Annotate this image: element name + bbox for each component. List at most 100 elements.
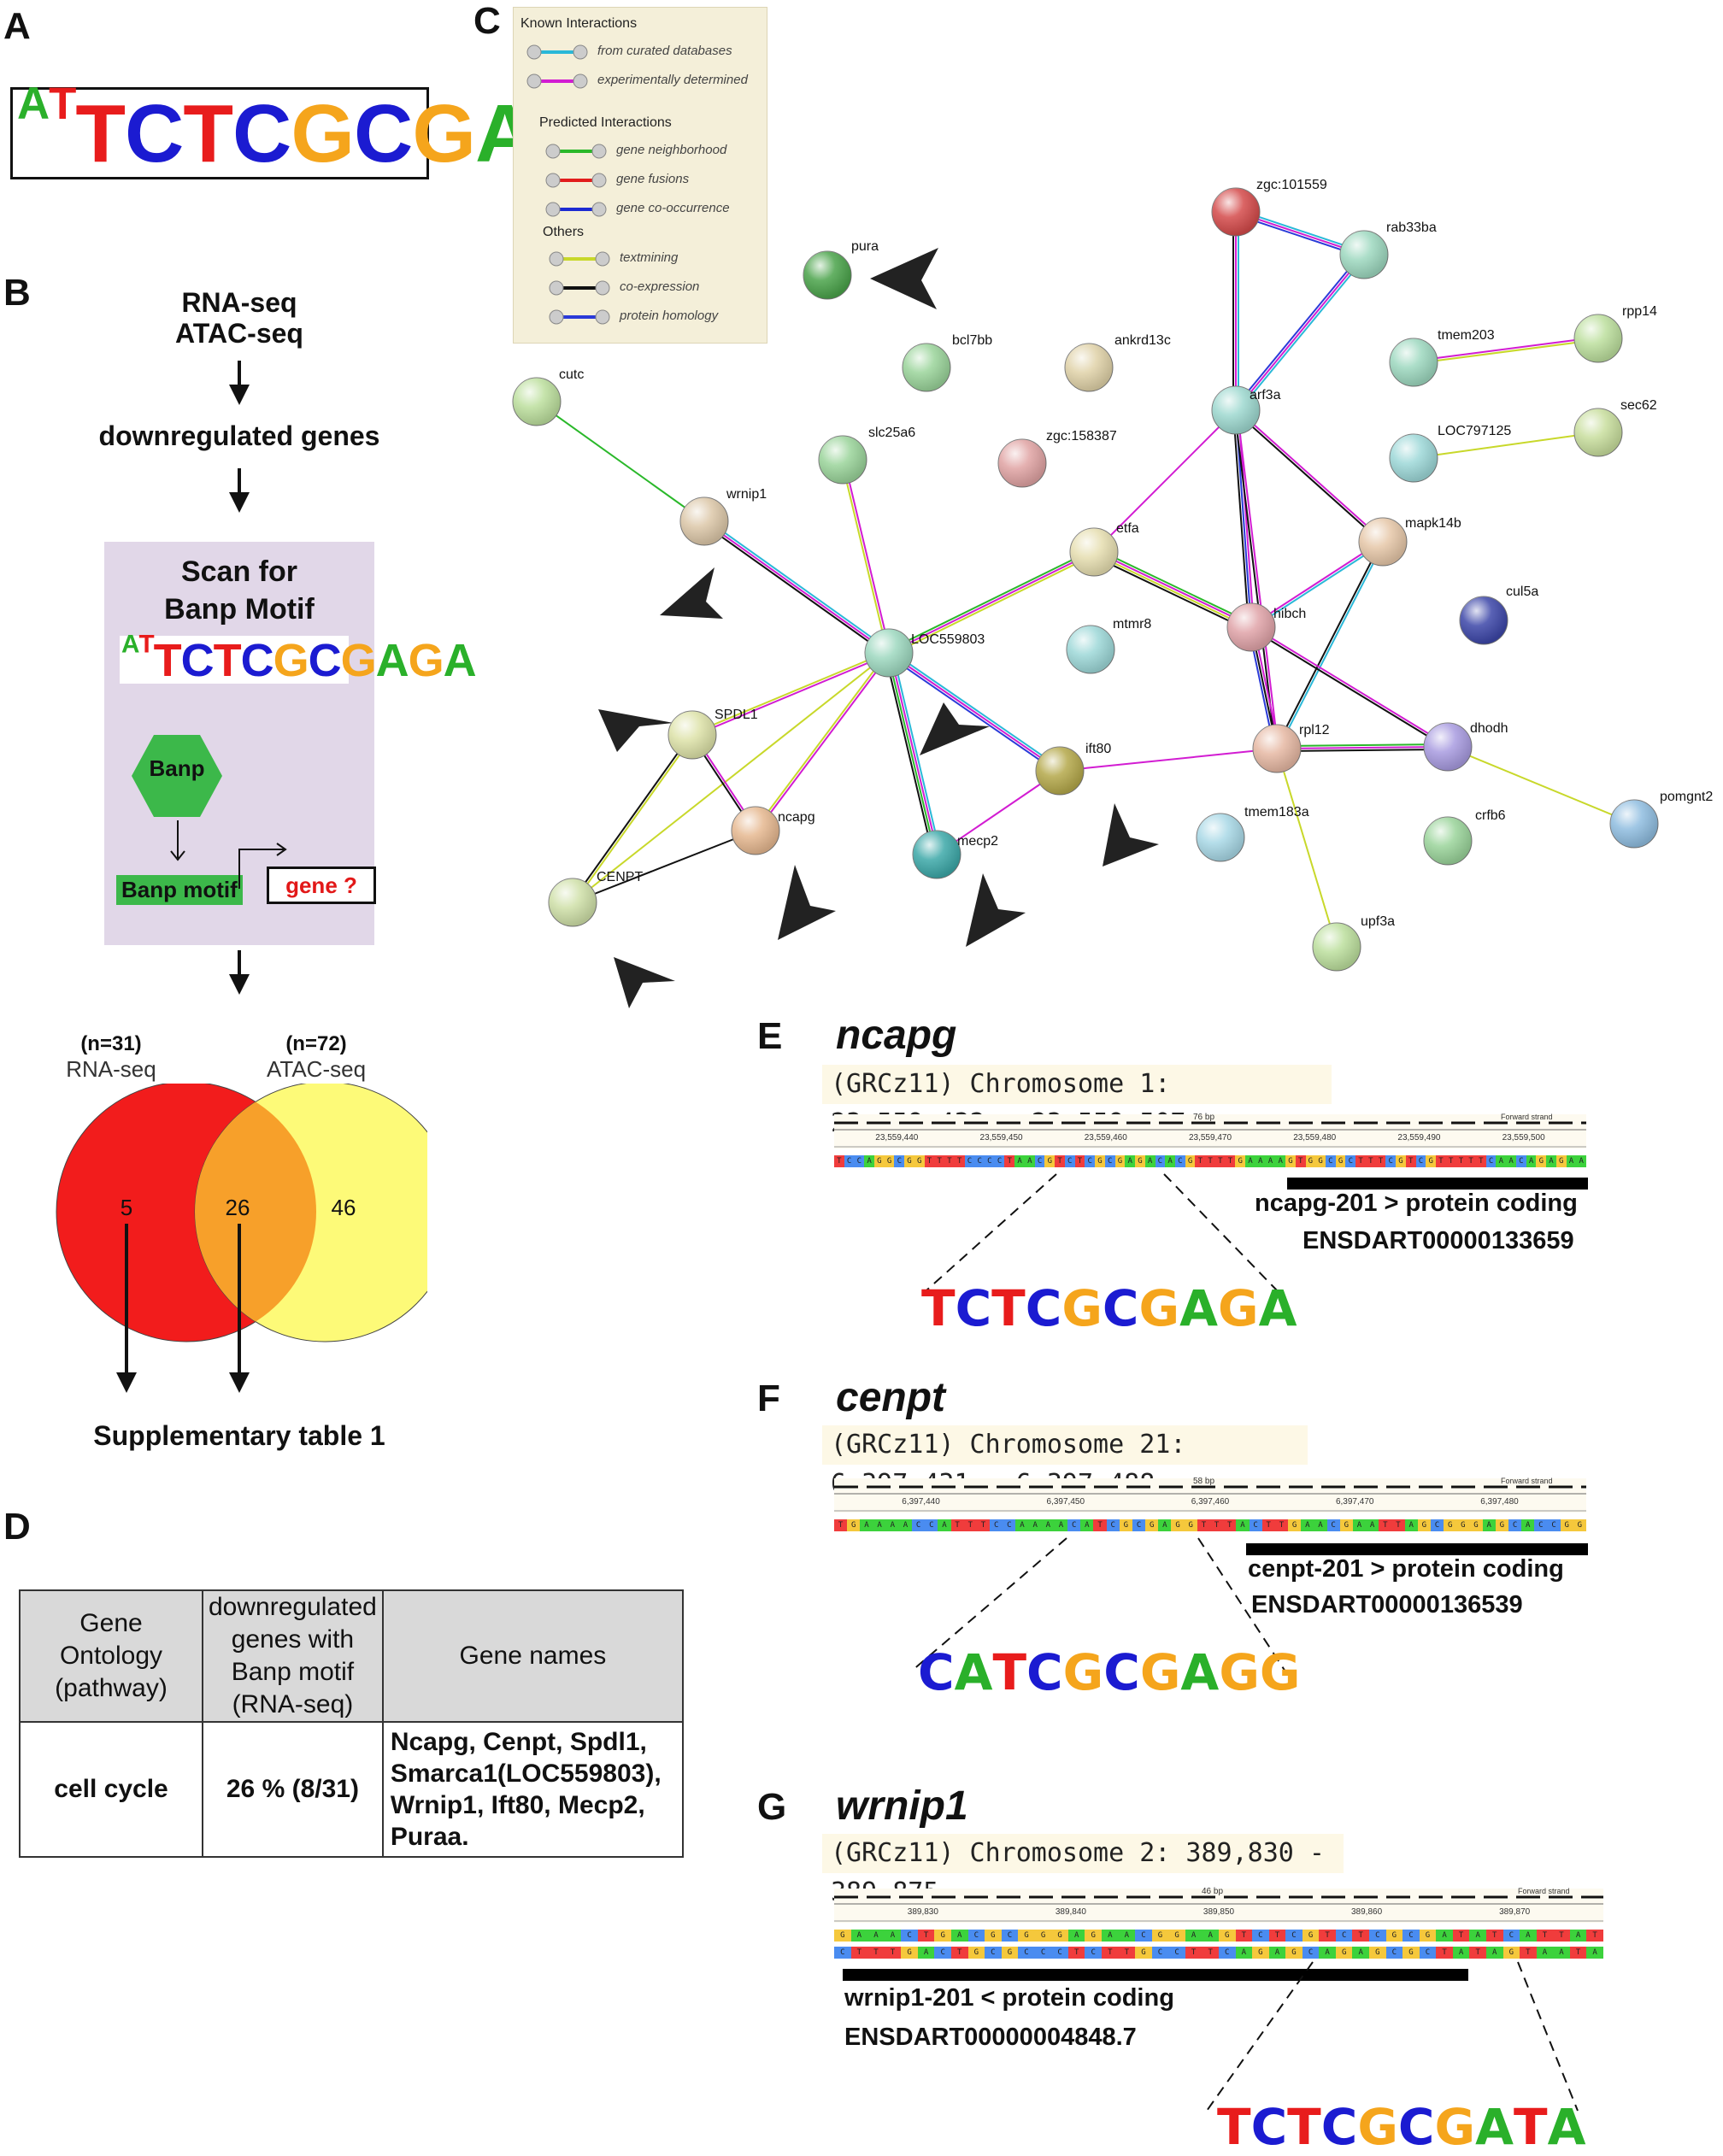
base: T (834, 1155, 844, 1167)
base: C (1034, 1947, 1052, 1959)
motif-letter: C (955, 1279, 992, 1337)
node-SPDL1[interactable] (667, 710, 717, 760)
node-arf3a[interactable] (1211, 385, 1261, 435)
base: G (1417, 1519, 1431, 1531)
node-ncapg[interactable] (731, 806, 780, 855)
node-label-bcl7bb: bcl7bb (952, 333, 993, 348)
transcript-bar-e (1287, 1178, 1588, 1190)
tick-label: 6,397,470 (1335, 1497, 1374, 1507)
base: T (1476, 1155, 1486, 1167)
node-mtmr8[interactable] (1066, 625, 1115, 674)
logo-letter: C (180, 634, 215, 686)
legend-textmining: textmining (620, 250, 679, 265)
base: T (1205, 1155, 1215, 1167)
node-label-ankrd13c: ankrd13c (1114, 333, 1171, 348)
legend-swatch-curated (526, 44, 588, 60)
base: A (1102, 1930, 1119, 1942)
node-dhodh[interactable] (1423, 722, 1473, 772)
panel-label-d: D (3, 1506, 31, 1548)
venn-overlap: 26 (225, 1195, 250, 1220)
node-wrnip1[interactable] (679, 496, 729, 546)
logo-letter: A (121, 630, 139, 659)
node-bcl7bb[interactable] (902, 343, 951, 392)
node-label-mapk14b: mapk14b (1405, 516, 1461, 531)
logo-letter: C (232, 88, 291, 179)
ruler-f (834, 1478, 1586, 1513)
edge-arf3a-rpl12 (1233, 409, 1279, 749)
edge-rab33ba-arf3a (1232, 252, 1367, 413)
base: C (974, 1155, 985, 1167)
base: C (1132, 1519, 1146, 1531)
node-tmem183a[interactable] (1196, 813, 1245, 862)
node-pomgnt2[interactable] (1609, 799, 1659, 849)
motif-letter: C (1025, 1279, 1062, 1337)
base: C (1106, 1519, 1120, 1531)
legend-swatch-experimental (526, 73, 588, 89)
base: C (1135, 1930, 1152, 1942)
node-rpl12[interactable] (1252, 724, 1302, 773)
cell-pathway: cell cycle (19, 1721, 203, 1858)
base: G (1403, 1947, 1420, 1959)
node-cutc[interactable] (512, 377, 562, 426)
node-crfb6[interactable] (1423, 816, 1473, 866)
node-mecp2[interactable] (912, 830, 961, 879)
interaction-network (512, 187, 1659, 1008)
node-label-LOC797125: LOC797125 (1438, 424, 1512, 438)
node-tmem203[interactable] (1389, 338, 1438, 387)
edge-SPDL1-CENPT (570, 733, 695, 904)
node-rpp14[interactable] (1573, 314, 1623, 363)
base: C (985, 1155, 995, 1167)
motif-letter: G (1138, 1279, 1180, 1337)
base: C (1174, 1155, 1185, 1167)
legend-cooccurrence: gene co-occurrence (616, 201, 730, 215)
logo-letter: G (408, 634, 444, 686)
base: A (1202, 1930, 1219, 1942)
node-slc25a6[interactable] (818, 435, 867, 485)
base: G (1335, 1947, 1353, 1959)
node-pura[interactable] (803, 250, 852, 300)
node-LOC559803[interactable] (864, 628, 914, 678)
logo-letter: T (49, 79, 76, 129)
node-label-ift80: ift80 (1085, 742, 1112, 756)
base: T (1445, 1155, 1456, 1167)
base: T (1268, 1930, 1286, 1942)
node-label-slc25a6: slc25a6 (868, 426, 916, 440)
base: A (1314, 1519, 1327, 1531)
edge-tmem203-rpp14 (1413, 336, 1599, 365)
node-rab33ba[interactable] (1339, 230, 1389, 279)
base: G (834, 1930, 851, 1942)
logo-letter: G (340, 634, 377, 686)
base: T (834, 1519, 848, 1531)
node-label-crfb6: crfb6 (1475, 808, 1506, 823)
node-mapk14b[interactable] (1358, 517, 1408, 567)
node-CENPT[interactable] (548, 878, 597, 927)
base: T (934, 1155, 945, 1167)
node-ankrd13c[interactable] (1064, 343, 1114, 392)
base: G (1135, 1947, 1152, 1959)
legend-swatches (526, 44, 610, 325)
node-zgc158387[interactable] (997, 438, 1047, 488)
base: T (1223, 1519, 1237, 1531)
base: A (1485, 1947, 1503, 1959)
panel-label-g: G (757, 1786, 787, 1828)
strand-label-f: Forward strand (1501, 1477, 1553, 1485)
base: A (1482, 1519, 1496, 1531)
node-zgc101559[interactable] (1211, 187, 1261, 237)
node-etfa[interactable] (1069, 527, 1119, 577)
panel-label-a: A (3, 5, 31, 47)
cell-gene-names: Ncapg, Cenpt, Spdl1, Smarca1(LOC559803),… (381, 1721, 685, 1858)
base: T (954, 1155, 965, 1167)
base: G (1051, 1930, 1068, 1942)
gene-title-g: wrnip1 (836, 1783, 968, 1829)
node-LOC797125[interactable] (1389, 433, 1438, 483)
arrowhead-3 (229, 974, 250, 995)
node-sec62[interactable] (1573, 408, 1623, 457)
node-cul5a[interactable] (1459, 596, 1508, 645)
node-ift80[interactable] (1035, 746, 1085, 796)
node-upf3a[interactable] (1312, 922, 1361, 972)
logo-letter: C (125, 88, 184, 179)
node-hibch[interactable] (1226, 602, 1276, 652)
tick-label: 23,559,490 (1397, 1133, 1441, 1143)
